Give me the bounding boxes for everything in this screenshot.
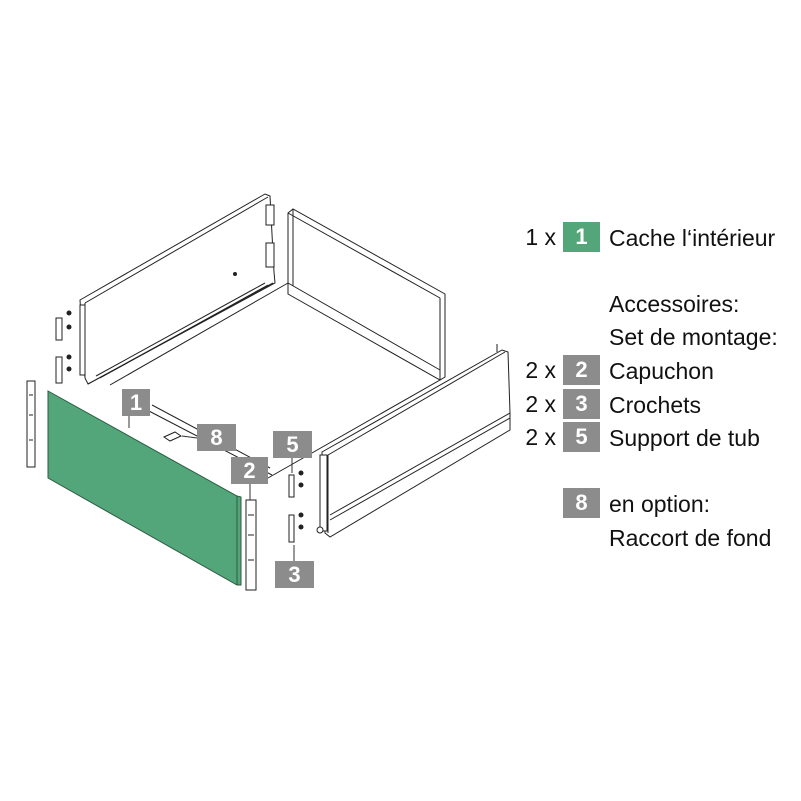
legend-mounting-set: Set de montage: xyxy=(609,324,778,350)
legend-label-5: Support de tub xyxy=(609,425,760,451)
hook-parts xyxy=(162,431,304,543)
legend-badge-5: 5 xyxy=(563,422,600,452)
legend-qty-5: 2 x xyxy=(525,424,556,450)
legend-qty-2: 2 x xyxy=(525,357,556,383)
legend-qty-1: 1 x xyxy=(525,224,556,250)
legend-label-8: en option: xyxy=(609,491,711,517)
capuchon-part xyxy=(245,499,257,591)
legend-label-3: Crochets xyxy=(609,392,702,418)
callout-2: 2 xyxy=(231,457,268,484)
callout-5: 5 xyxy=(273,431,312,458)
legend-badge-3: 3 xyxy=(563,389,600,419)
legend-badge-2: 2 xyxy=(563,355,600,385)
legend-label-2: Capuchon xyxy=(609,358,714,384)
legend-label-1: Cache l‘intérieur xyxy=(609,225,776,251)
callout-3: 3 xyxy=(275,561,314,588)
legend-qty-3: 2 x xyxy=(525,391,556,417)
legend-label-8-detail: Raccort de fond xyxy=(609,525,772,551)
legend-badge-8: 8 xyxy=(563,488,600,518)
leader-lines xyxy=(128,416,295,561)
right-side-panel xyxy=(316,344,511,538)
left-hooks xyxy=(26,310,72,468)
legend-badge-1: 1 xyxy=(563,222,600,252)
front-panel xyxy=(47,390,242,586)
callout-8: 8 xyxy=(197,424,236,451)
legend-accessories: Accessoires: xyxy=(609,291,740,317)
left-side-panel xyxy=(79,193,276,385)
back-panel xyxy=(287,208,446,381)
callout-1: 1 xyxy=(122,389,150,416)
